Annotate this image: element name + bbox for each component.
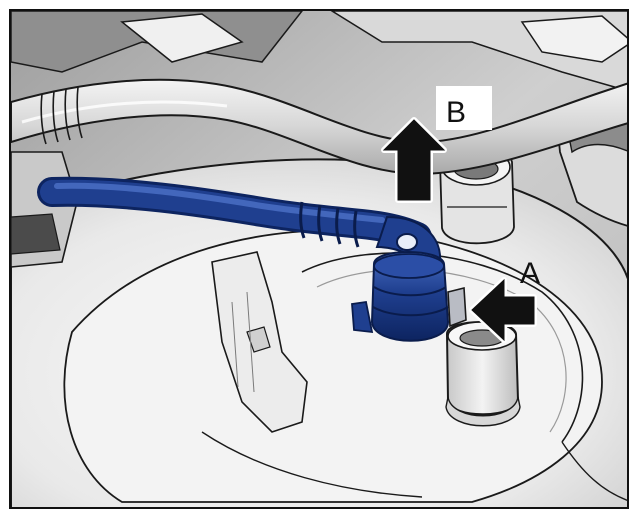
fuel-hose <box>37 176 467 342</box>
arrow-up-icon <box>381 117 447 203</box>
illustration-svg: B A <box>11 11 627 507</box>
pump-cup <box>445 321 521 427</box>
callout-b-box <box>436 86 492 130</box>
upper-tube <box>11 78 627 176</box>
arrow-left-icon <box>469 277 537 343</box>
illustration-frame: B A <box>9 9 629 509</box>
flange-surface <box>63 229 603 503</box>
callout-label-a: A <box>520 257 540 290</box>
callout-label-b: B <box>446 96 466 129</box>
